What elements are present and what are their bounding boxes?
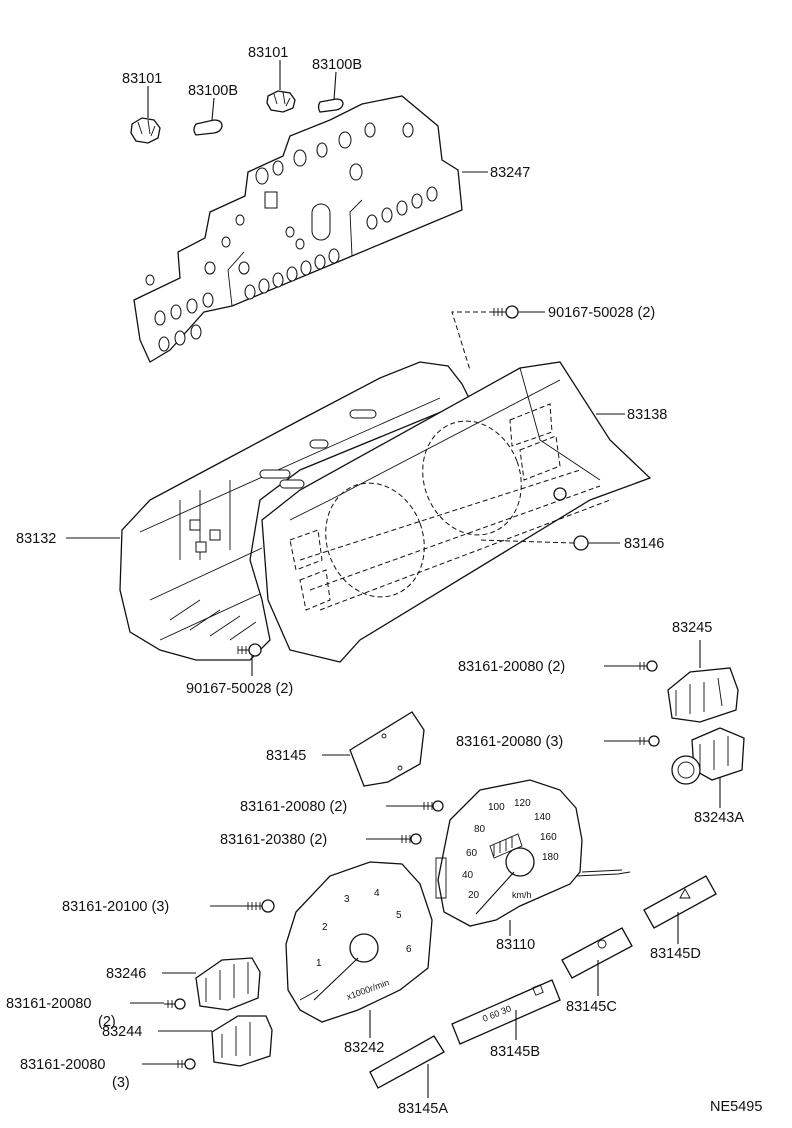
speed-tick-160: 160 (540, 832, 557, 843)
label-83161-20080-left-a: 83161-20080 (6, 996, 91, 1012)
glass-83138 (261, 361, 652, 663)
strip-83145b (451, 979, 561, 1045)
switch-83245 (636, 640, 739, 723)
label-83100b-left: 83100B (188, 83, 238, 99)
speed-tick-100: 100 (488, 802, 505, 813)
label-83161-20080-left-b: 83161-20080 (20, 1057, 105, 1073)
plate-83145 (322, 711, 425, 787)
screw-83161-20080-mid (420, 800, 444, 812)
label-83245: 83245 (672, 620, 712, 636)
label-83244: 83244 (102, 1024, 142, 1040)
diagram-code: NE5495 (710, 1099, 762, 1115)
label-83145d: 83145D (650, 946, 701, 962)
label-83161-20380: 83161-20380 (2) (220, 832, 327, 848)
screw-90167-top (451, 305, 545, 371)
screw-83161-20100 (244, 899, 275, 913)
label-90167-top: 90167-50028 (2) (548, 305, 655, 321)
label-83161-20100: 83161-20100 (3) (62, 899, 169, 915)
tacho-tick-3: 3 (344, 894, 350, 905)
strip-83145d (643, 875, 717, 944)
tacho-tick-4: 4 (374, 888, 380, 899)
label-83246: 83246 (106, 966, 146, 982)
label-83145: 83145 (266, 748, 306, 764)
speed-tick-80: 80 (474, 824, 486, 835)
label-83132: 83132 (16, 531, 56, 547)
label-90167-bottom: 90167-50028 (2) (186, 681, 293, 697)
tacho-tick-6: 6 (406, 944, 412, 955)
leader-lines (130, 665, 636, 1065)
label-83138: 83138 (627, 407, 667, 423)
label-83161-20080-3-right: 83161-20080 (3) (456, 734, 563, 750)
speedometer-83110 (435, 779, 631, 936)
label-83101-left: 83101 (122, 71, 162, 87)
speed-tick-20: 20 (468, 890, 480, 901)
switch-83244 (174, 1015, 273, 1070)
tachometer-83242 (285, 861, 433, 1038)
case-83132 (66, 361, 471, 661)
label-83145b: 83145B (490, 1044, 540, 1060)
socket-83101-left (130, 86, 161, 144)
switch-83246 (164, 957, 261, 1011)
tacho-tick-2: 2 (322, 922, 328, 933)
tacho-tick-5: 5 (396, 910, 402, 921)
label-83101-top: 83101 (248, 45, 288, 61)
speed-tick-40: 40 (462, 870, 474, 881)
part-labels: 83101 83100B 83101 83100B 83247 90167-50… (6, 45, 762, 1117)
label-83161-20080-left-a-qty: (2) (98, 1014, 116, 1030)
label-83161-20080-2-mid: 83161-20080 (2) (240, 799, 347, 815)
bulb-83100b-top (317, 71, 344, 113)
printed-circuit-83247 (133, 95, 488, 363)
speed-tick-120: 120 (514, 798, 531, 809)
switch-83243a (636, 727, 745, 808)
label-83145a: 83145A (398, 1101, 448, 1117)
label-83146: 83146 (624, 536, 664, 552)
tacho-tick-1: 1 (316, 958, 322, 969)
cap-83146 (479, 535, 620, 551)
speed-tick-60: 60 (466, 848, 478, 859)
label-83247: 83247 (490, 165, 530, 181)
label-83145c: 83145C (566, 999, 617, 1015)
strip-83145a (369, 1035, 445, 1098)
label-83161-20080-left-b-qty: (3) (112, 1075, 130, 1091)
speedometer-unit: km/h (512, 890, 532, 900)
speed-tick-140: 140 (534, 812, 551, 823)
bulb-83100b-left (193, 97, 223, 136)
label-83100b-top: 83100B (312, 57, 362, 73)
strip-83145c (561, 927, 633, 996)
screw-90167-bottom (237, 643, 262, 676)
label-83161-20080-2-right: 83161-20080 (2) (458, 659, 565, 675)
speed-tick-180: 180 (542, 852, 559, 863)
label-83110: 83110 (496, 937, 535, 953)
label-83242: 83242 (344, 1040, 384, 1056)
label-83243a: 83243A (694, 810, 744, 826)
screw-83161-20380 (398, 833, 422, 845)
socket-83101-top (266, 60, 296, 113)
